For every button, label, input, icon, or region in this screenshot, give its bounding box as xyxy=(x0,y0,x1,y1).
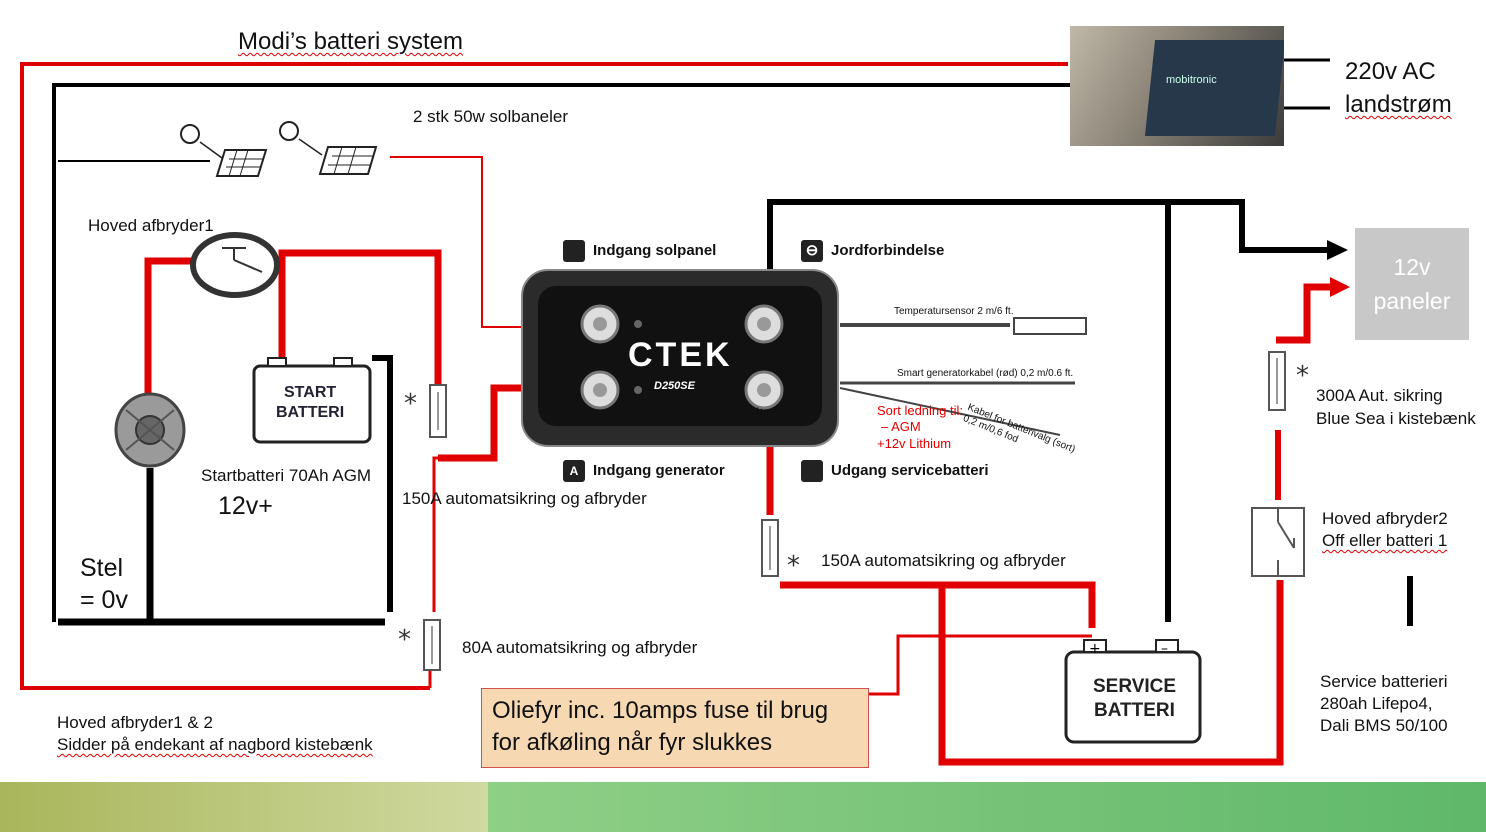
fuse-80a: * xyxy=(398,619,441,671)
panels-12v-box: 12v paneler xyxy=(1355,228,1469,340)
switch1-label: Hoved afbryder1 xyxy=(88,216,214,235)
ctek-smart-cable: Smart generatorkabel (rød) 0,2 m/0.6 ft. xyxy=(897,368,1074,379)
generator-icon: A xyxy=(563,460,585,482)
solar-panel-1 xyxy=(180,124,268,177)
service-battery-text-2: BATTERI xyxy=(1094,700,1175,721)
black-wire-startbatt-minus xyxy=(372,355,393,612)
ctek-ground-label: ⊖Jordforbindelse xyxy=(801,240,944,262)
bottom-band-right xyxy=(488,782,1486,832)
ctek-device-graphic xyxy=(521,269,839,447)
oil-heater-note: Oliefyr inc. 10amps fuse til brug for af… xyxy=(481,688,869,768)
service-battery-desc-1: Service batterieri xyxy=(1320,672,1448,691)
oil-note-line2: for afkøling når fyr slukkes xyxy=(492,729,773,756)
minus-icon: ⊖ xyxy=(801,240,823,262)
solar-label: 2 stk 50w solbaneler xyxy=(413,107,568,126)
service-battery-icon: + – xyxy=(1064,639,1202,744)
ctek-out-service-label: Udgang servicebatteri xyxy=(801,460,989,482)
fuse-80a-label: 80A automatsikring og afbryder xyxy=(462,638,698,657)
switch2-label-1: Hoved afbryder2 xyxy=(1322,509,1448,528)
battery-out-icon xyxy=(801,460,823,482)
fuse-150a-mid: * xyxy=(761,519,800,581)
charger-device xyxy=(1144,40,1284,136)
switch2-label-2: Off eller batteri 1 xyxy=(1322,531,1448,550)
ac-label-line1: 220v AC xyxy=(1345,58,1436,85)
voltage-12v-plus: 12v+ xyxy=(218,492,273,520)
svg-text:+: + xyxy=(1089,641,1101,657)
bottom-band xyxy=(0,782,1486,832)
switch1-symbol xyxy=(190,232,280,298)
solar-panel-2 xyxy=(279,121,378,175)
svg-text:*: * xyxy=(398,625,411,655)
red-wire-fuse150-to-fuse80 xyxy=(432,456,438,612)
svg-text:*: * xyxy=(787,551,800,581)
ctek-note-1: Sort ledning til: xyxy=(877,403,963,418)
red-wire-outer xyxy=(20,62,1068,690)
start-battery-icon xyxy=(252,357,372,444)
fuse-150a-top: * xyxy=(404,384,447,438)
stel-line1: Stel xyxy=(80,554,124,582)
svg-text:*: * xyxy=(1296,361,1309,391)
diagram-title: Modi’s batteri system xyxy=(238,28,463,55)
ctek-in-solar-label: Indgang solpanel xyxy=(563,240,716,262)
svg-text:*: * xyxy=(404,389,417,419)
red-wire-to-panels xyxy=(1276,283,1340,344)
arrow-to-panels-red xyxy=(1330,277,1350,297)
panels-label-1: 12v xyxy=(1393,254,1431,280)
fuse-150a-top-label: 150A automatsikring og afbryder xyxy=(402,489,647,508)
fuse-300a-label-1: 300A Aut. sikring xyxy=(1316,386,1443,405)
svg-text:–: – xyxy=(1161,641,1168,657)
black-wire-ground-top xyxy=(52,83,1072,622)
ctek-note-3: +12v Lithium xyxy=(877,436,952,451)
start-battery-text-2: BATTERI xyxy=(276,404,345,421)
stel-line2: = 0v xyxy=(80,586,128,614)
hovedswitch-label: Hovedswitch xyxy=(690,406,781,423)
bottom-band-left xyxy=(0,782,488,832)
arrow-to-panels-black xyxy=(1327,240,1348,260)
service-battery-desc-2: 280ah Lifepo4, xyxy=(1320,694,1433,713)
service-battery-text-1: SERVICE xyxy=(1093,676,1177,697)
ctek-brand: CTEK xyxy=(628,336,733,374)
start-battery-text-1: START xyxy=(284,384,337,401)
ac-label-line2: landstrøm xyxy=(1345,91,1452,118)
ctek-temp-sensor: Temperatursensor 2 m/6 ft. xyxy=(894,306,1014,317)
solar-icon xyxy=(563,240,585,262)
ctek-model: D250SE xyxy=(654,380,695,392)
panels-label-2: paneler xyxy=(1373,288,1451,314)
red-wire-fuse150mid-to-service xyxy=(780,581,1096,628)
black-wire-ctek-ground xyxy=(767,199,1340,318)
fuse-300a: * xyxy=(1268,351,1309,411)
charger-photo: mobitronic xyxy=(1070,26,1284,146)
ctek-device: CTEK D250SE xyxy=(520,268,840,448)
ctek-cables xyxy=(839,317,1087,436)
footnote-line1: Hoved afbryder1 & 2 xyxy=(57,713,213,732)
red-wire-service-plus-return xyxy=(866,634,1092,696)
service-battery-desc-3: Dali BMS 50/100 xyxy=(1320,716,1448,735)
footnote-line2: Sidder på endekant af nagbord kistebænk xyxy=(57,735,373,754)
alternator-icon xyxy=(114,392,186,468)
fuse-300a-label-2: Blue Sea i kistebænk xyxy=(1316,409,1476,428)
charger-brand-text: mobitronic xyxy=(1166,74,1217,86)
ctek-note-2: – AGM xyxy=(881,419,921,434)
switch2-symbol xyxy=(1251,507,1305,577)
start-battery-desc: Startbatteri 70Ah AGM xyxy=(201,466,372,485)
red-wire-switch1-left xyxy=(144,257,195,395)
fuse-150a-mid-label: 150A automatsikring og afbryder xyxy=(821,551,1066,570)
red-wire-bottom-loop xyxy=(938,580,1284,766)
oil-note-line1: Oliefyr inc. 10amps fuse til brug xyxy=(492,697,829,724)
